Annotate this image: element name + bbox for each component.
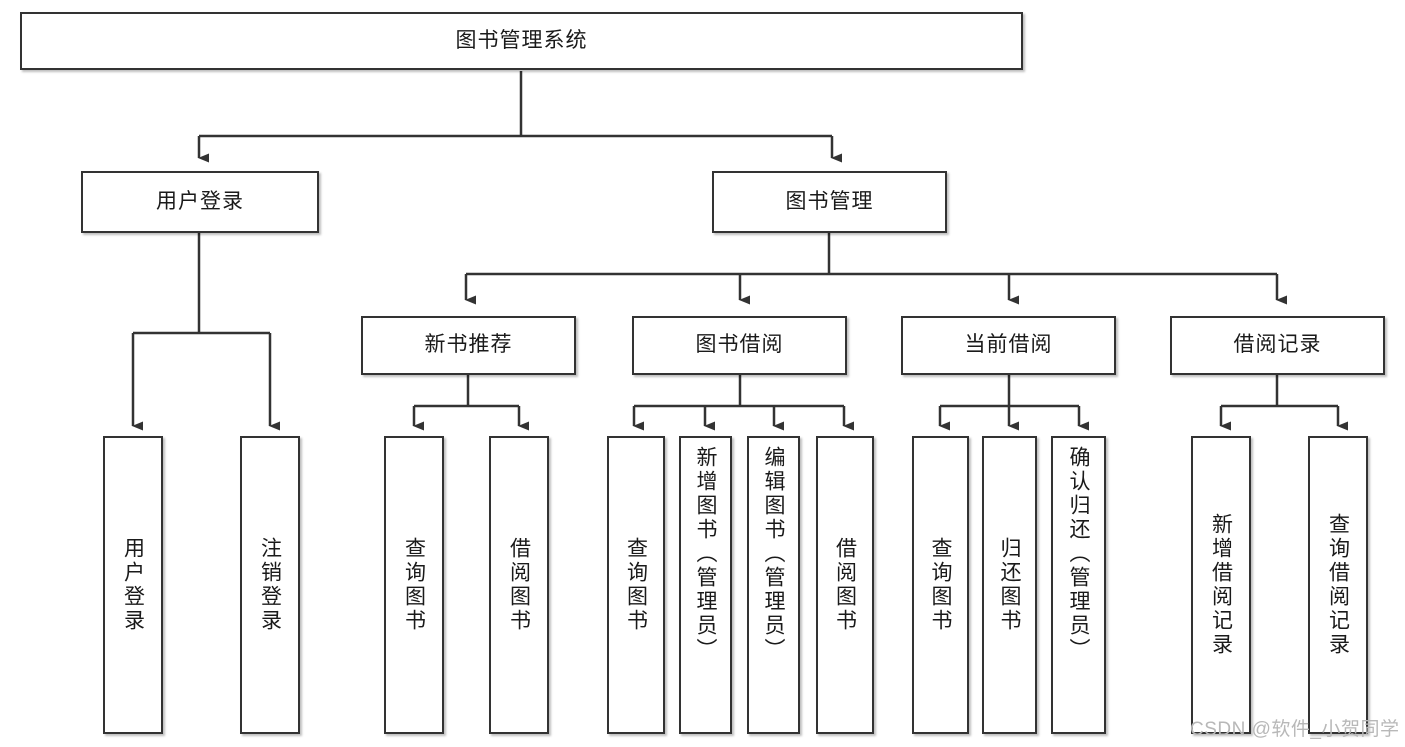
node-new-book-recommend-label: 新书推荐	[424, 333, 513, 357]
leaf-record-query-record-label: 查询借阅记录	[1326, 513, 1350, 657]
leaf-borrow-add-book-admin[interactable]: 新增图书（管理员）	[679, 436, 732, 734]
leaf-borrow-query-book[interactable]: 查询图书	[607, 436, 665, 734]
node-user-login[interactable]: 用户登录	[81, 171, 319, 233]
leaf-recommend-query-book[interactable]: 查询图书	[384, 436, 444, 734]
leaf-record-add-record[interactable]: 新增借阅记录	[1191, 436, 1251, 734]
node-book-borrow-label: 图书借阅	[695, 333, 784, 357]
leaf-borrow-borrow-book[interactable]: 借阅图书	[816, 436, 874, 734]
leaf-recommend-borrow-book[interactable]: 借阅图书	[489, 436, 549, 734]
leaf-borrow-edit-book-admin-label: 编辑图书（管理员）	[762, 446, 785, 662]
leaf-current-confirm-return-admin[interactable]: 确认归还（管理员）	[1051, 436, 1106, 734]
node-new-book-recommend[interactable]: 新书推荐	[361, 316, 576, 375]
leaf-borrow-edit-book-admin[interactable]: 编辑图书（管理员）	[747, 436, 800, 734]
leaf-user-login-signin[interactable]: 用户登录	[103, 436, 163, 734]
leaf-current-query-book-label: 查询图书	[929, 537, 952, 633]
leaf-user-login-signout-label: 注销登录	[258, 537, 282, 633]
leaf-record-add-record-label: 新增借阅记录	[1209, 513, 1233, 657]
leaf-recommend-borrow-book-label: 借阅图书	[507, 537, 531, 633]
leaf-borrow-add-book-admin-label: 新增图书（管理员）	[694, 446, 717, 662]
leaf-current-query-book[interactable]: 查询图书	[912, 436, 969, 734]
node-book-management-label: 图书管理	[785, 189, 874, 213]
node-root[interactable]: 图书管理系统	[20, 12, 1023, 70]
csdn-watermark: CSDN @软件_小贺同学	[1190, 714, 1399, 741]
node-current-borrow[interactable]: 当前借阅	[901, 316, 1116, 375]
leaf-record-query-record[interactable]: 查询借阅记录	[1308, 436, 1368, 734]
leaf-current-return-book-label: 归还图书	[998, 537, 1021, 633]
node-current-borrow-label: 当前借阅	[964, 333, 1053, 357]
leaf-borrow-borrow-book-label: 借阅图书	[833, 537, 857, 633]
leaf-recommend-query-book-label: 查询图书	[402, 537, 426, 633]
node-user-login-label: 用户登录	[156, 189, 244, 213]
node-borrow-record[interactable]: 借阅记录	[1170, 316, 1385, 375]
node-borrow-record-label: 借阅记录	[1233, 333, 1322, 357]
node-book-management[interactable]: 图书管理	[712, 171, 947, 233]
leaf-current-return-book[interactable]: 归还图书	[982, 436, 1037, 734]
node-root-label: 图书管理系统	[455, 28, 588, 52]
leaf-user-login-signin-label: 用户登录	[121, 537, 145, 633]
leaf-current-confirm-return-admin-label: 确认归还（管理员）	[1067, 446, 1090, 662]
leaf-user-login-signout[interactable]: 注销登录	[240, 436, 300, 734]
csdn-watermark-text: CSDN @软件_小贺同学	[1190, 719, 1400, 740]
node-book-borrow[interactable]: 图书借阅	[632, 316, 847, 375]
leaf-borrow-query-book-label: 查询图书	[624, 537, 648, 633]
